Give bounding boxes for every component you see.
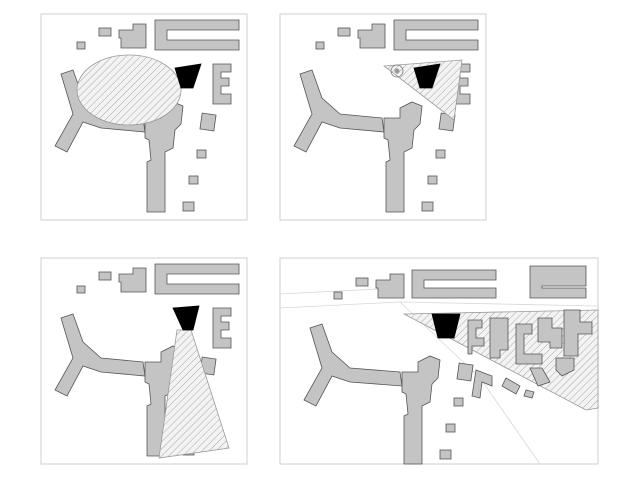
panel-4-building xyxy=(471,369,493,399)
panel-4-building xyxy=(523,389,535,399)
panel-4-building xyxy=(333,291,343,300)
panel-1-hatched-area xyxy=(76,54,182,126)
panel-4-building xyxy=(515,323,543,365)
panel-4-building xyxy=(439,449,452,460)
panel-4-building xyxy=(467,319,485,355)
panel-4-building xyxy=(563,309,593,357)
panel-2-marker-dot xyxy=(394,68,400,74)
panel-4-building xyxy=(411,269,497,299)
panel-4-focus-building xyxy=(431,313,461,339)
panel-4-bar-building xyxy=(401,355,441,465)
panel-4-building xyxy=(453,397,464,407)
panel-4-building xyxy=(445,423,456,433)
panel-2-hatched-area xyxy=(382,59,463,121)
panel-3-focus-building xyxy=(172,305,200,331)
panel-4-building xyxy=(529,265,587,299)
panel-4-building xyxy=(555,357,575,377)
panel-4 xyxy=(279,257,599,465)
panel-3 xyxy=(40,257,248,465)
panel-4-building xyxy=(489,317,509,359)
panel-1 xyxy=(40,13,248,221)
panel-4-building xyxy=(537,317,563,349)
panel-1-focus-building xyxy=(174,63,202,89)
panel-2-marker-circle xyxy=(390,64,404,78)
panel-2 xyxy=(279,13,487,221)
panel-4-y-building xyxy=(303,323,403,407)
panel-4-building xyxy=(501,377,521,395)
panel-4-building xyxy=(529,367,551,387)
panel-4-building xyxy=(355,277,369,287)
panel-4-building xyxy=(456,362,474,382)
panel-4-building xyxy=(375,273,405,299)
panel-2-focus-building xyxy=(413,63,441,89)
